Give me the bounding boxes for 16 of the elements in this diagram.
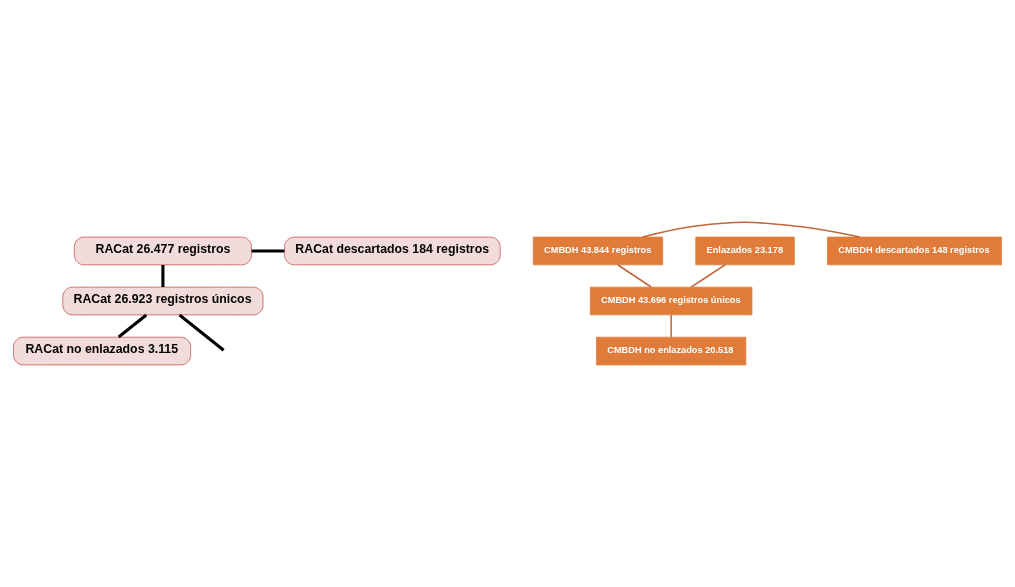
node-box: RACat descartados 184 registros xyxy=(284,236,501,266)
node-box: Enlazados 23.178 xyxy=(695,236,795,266)
connector xyxy=(251,249,285,253)
node-box: RACat 26.477 registros xyxy=(73,236,252,266)
node-box: CMBDH 43.696 registros únicos xyxy=(589,286,753,316)
node-box: CMBDH 43.844 registros xyxy=(532,236,664,266)
node-box: CMBDH no enlazados 20.518 xyxy=(596,336,747,366)
connector xyxy=(670,314,672,338)
node-box: CMBDH descartados 148 registros xyxy=(827,236,1002,266)
node-box: RACat 26.923 registros únicos xyxy=(62,286,264,316)
connector xyxy=(617,264,652,288)
node-box: RACat no enlazados 3.115 xyxy=(13,336,191,366)
connector xyxy=(161,265,165,287)
connector xyxy=(641,221,861,238)
connector xyxy=(117,313,148,339)
connector xyxy=(690,264,726,288)
